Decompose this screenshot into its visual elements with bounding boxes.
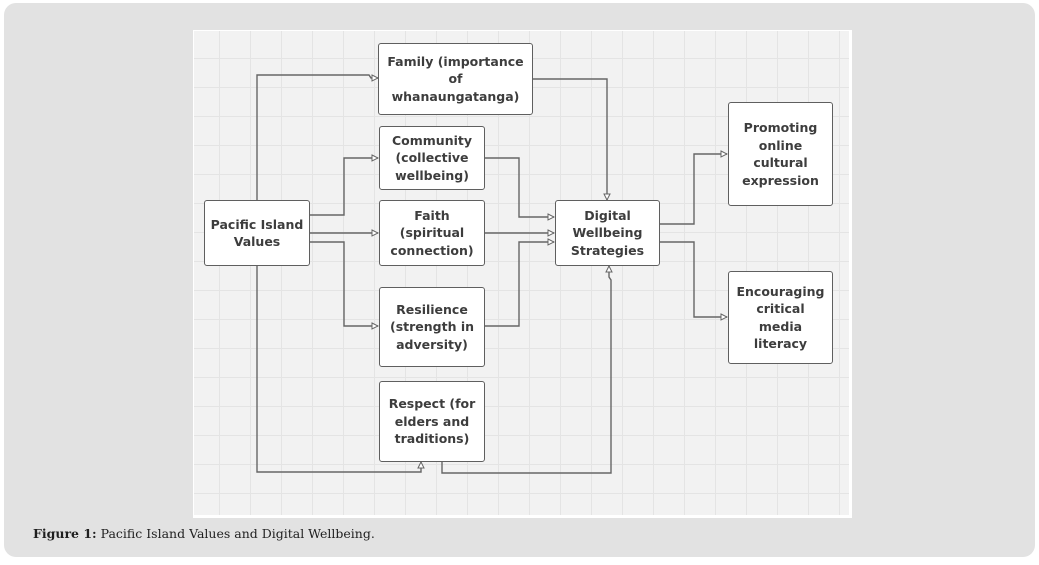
node-promoting-cultural-expression: Promoting online cultural expression bbox=[728, 102, 833, 206]
node-respect: Respect (for elders and traditions) bbox=[379, 381, 485, 462]
node-encouraging-media-literacy: Encouraging critical media literacy bbox=[728, 271, 833, 364]
node-faith: Faith (spiritual connection) bbox=[379, 200, 485, 266]
figure-caption: Figure 1: Pacific Island Values and Digi… bbox=[33, 526, 375, 541]
node-pacific-island-values: Pacific Island Values bbox=[204, 200, 310, 266]
node-community: Community (collective wellbeing) bbox=[379, 126, 485, 190]
node-family: Family (importance of whanaungatanga) bbox=[378, 43, 533, 115]
caption-label: Figure 1: bbox=[33, 526, 97, 541]
node-digital-wellbeing-strategies: Digital Wellbeing Strategies bbox=[555, 200, 660, 266]
caption-text: Pacific Island Values and Digital Wellbe… bbox=[96, 526, 375, 541]
node-resilience: Resilience (strength in adversity) bbox=[379, 287, 485, 367]
